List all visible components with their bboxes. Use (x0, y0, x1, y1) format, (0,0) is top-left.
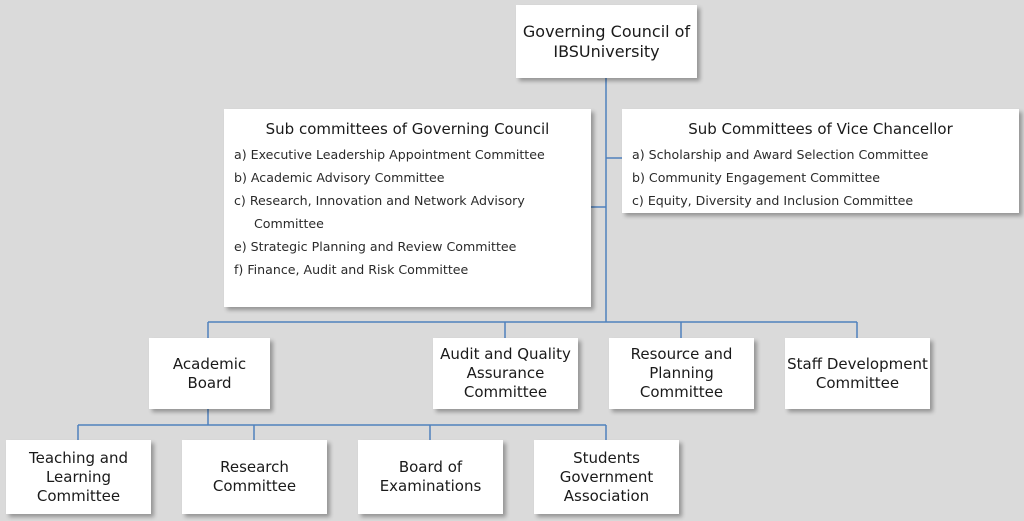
node-label-line: Assurance (466, 364, 545, 382)
node-label-line: Resource and (630, 345, 733, 363)
gc-subcommittee-item: b) Academic Advisory Committee (234, 170, 445, 185)
node-label-line: Board (187, 373, 232, 392)
gc-subcommittee-item-continuation: Committee (254, 216, 324, 231)
node-label-line: Committee (212, 477, 297, 495)
node-label-line: Committee (36, 486, 121, 505)
node-label-line: Teaching and (29, 448, 128, 467)
node-label-line: Staff Development (787, 354, 928, 373)
resource-planning-node: Resource and Planning Committee (609, 338, 754, 409)
node-label-line: IBSUniversity (553, 41, 660, 61)
gc-subcommittee-item: c) Research, Innovation and Network Advi… (234, 193, 525, 208)
governing-council-node: Governing Council of IBSUniversity (516, 5, 697, 78)
node-label-line: Association (563, 486, 650, 505)
node-label-line: Students (573, 448, 640, 467)
gc-subcommittees-title: Sub committees of Governing Council (265, 120, 550, 138)
node-label-line: Academic (172, 354, 247, 373)
gc-subcommittee-item-continued: Committee (234, 212, 581, 235)
node-label-line: Learning (45, 467, 112, 486)
node-label-line: Governing Council of (522, 21, 691, 41)
node-label-line: Examinations (379, 477, 482, 495)
vc-subcommittee-item: c) Equity, Diversity and Inclusion Commi… (632, 193, 914, 208)
gc-subcommittees-panel: Sub committees of Governing Council a) E… (224, 109, 591, 307)
students-government-association-node: Students Government Association (534, 440, 679, 514)
vc-subcommittees-panel: Sub Committees of Vice Chancellor a) Sch… (622, 109, 1019, 213)
research-committee-node: Research Committee (182, 440, 327, 514)
node-label-line: Committee (815, 373, 900, 392)
node-label-line: Government (559, 467, 654, 486)
gc-subcommittee-item: e) Strategic Planning and Review Committ… (234, 239, 517, 254)
node-label-line: Committee (639, 383, 724, 401)
staff-development-node: Staff Development Committee (785, 338, 930, 409)
vc-subcommittees-title: Sub Committees of Vice Chancellor (688, 120, 953, 138)
board-of-examinations-node: Board of Examinations (358, 440, 503, 514)
gc-subcommittee-item: a) Executive Leadership Appointment Comm… (234, 147, 545, 162)
node-label-line: Planning (649, 364, 714, 382)
vc-subcommittee-item: b) Community Engagement Committee (632, 170, 881, 185)
node-label-line: Committee (463, 383, 548, 401)
node-label-line: Audit and Quality (440, 345, 571, 363)
gc-subcommittee-item: f) Finance, Audit and Risk Committee (234, 262, 469, 277)
academic-board-node: Academic Board (149, 338, 270, 409)
node-label-line: Research (220, 458, 289, 476)
teaching-learning-node: Teaching and Learning Committee (6, 440, 151, 514)
audit-quality-assurance-node: Audit and Quality Assurance Committee (433, 338, 578, 409)
vc-subcommittee-item: a) Scholarship and Award Selection Commi… (632, 147, 929, 162)
node-label-line: Board of (398, 458, 463, 476)
